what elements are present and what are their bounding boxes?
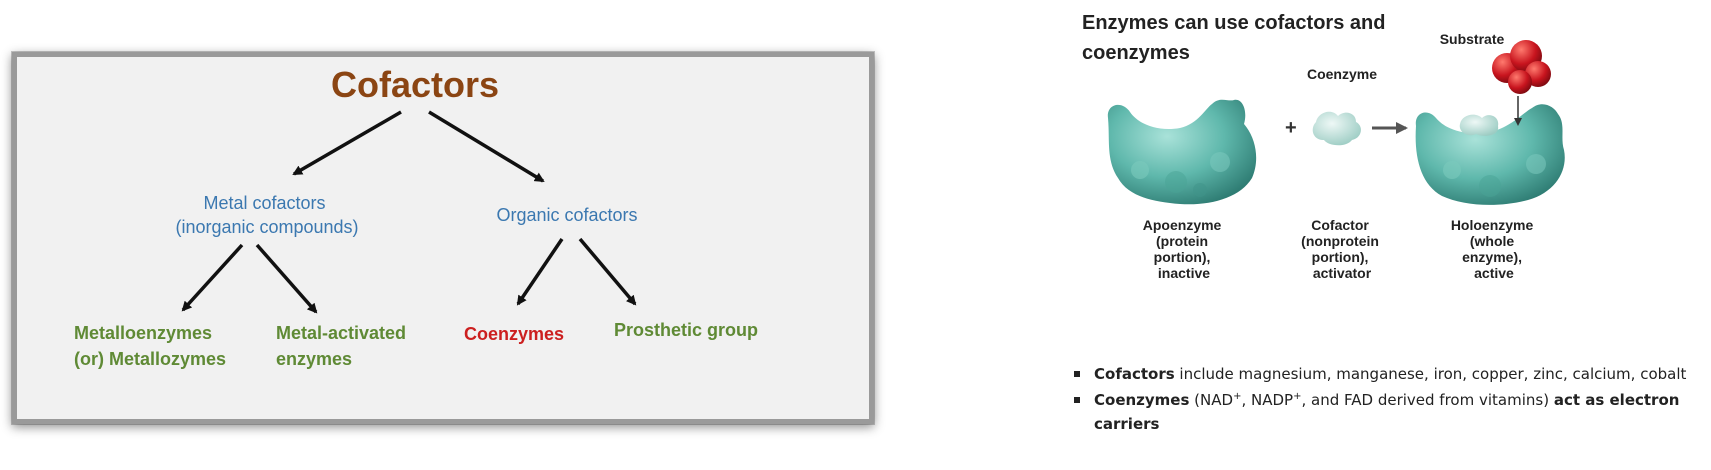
substrate-label: Substrate <box>1440 31 1505 47</box>
holoenzyme-shape <box>1415 104 1565 205</box>
arrow-organic-to-prosthetic <box>578 237 637 306</box>
arrow-metal-to-metalloenzymes <box>181 243 244 312</box>
enzyme-figure: + Coenzyme Substrate Apoenzyme (protein … <box>1107 31 1565 281</box>
prosthetic-group-label: Prosthetic group <box>614 320 758 340</box>
metalloenzymes-label: Metalloenzymes (or) Metallozymes <box>74 323 226 369</box>
cofactor-caption: Cofactor (nonprotein portion), activator <box>1301 217 1383 281</box>
cofactors-tree-panel: Cofactors Metal cofactors (inorganic com… <box>12 52 874 424</box>
cofactor-notes-list: Cofactors include magnesium, manganese, … <box>1072 362 1692 438</box>
metal-activated-enzymes-label: Metal-activated enzymes <box>276 323 411 369</box>
organic-cofactors-label: Organic cofactors <box>496 205 637 225</box>
plus-sign: + <box>1285 117 1297 139</box>
metal-cofactors-label: Metal cofactors (inorganic compounds) <box>175 193 358 237</box>
apoenzyme-caption: Apoenzyme (protein portion), inactive <box>1143 217 1225 281</box>
arrow-metal-to-metal-activated <box>255 243 318 314</box>
apoenzyme-shape <box>1107 99 1257 205</box>
cofactors-note: Cofactors include magnesium, manganese, … <box>1072 362 1692 386</box>
arrow-organic-to-coenzymes <box>516 238 564 306</box>
cofactor-shape <box>1312 111 1361 146</box>
tree-title: Cofactors <box>331 64 499 105</box>
substrate-shape <box>1492 40 1551 94</box>
bullet-icon <box>1074 371 1080 377</box>
cofactors-tree-diagram: Cofactors Metal cofactors (inorganic com… <box>74 64 758 369</box>
bullet-icon <box>1074 397 1080 403</box>
arrow-title-to-metal <box>292 110 402 176</box>
arrow-title-to-organic <box>428 110 545 183</box>
coenzymes-note: Coenzymes (NAD+, NADP+, and FAD derived … <box>1072 388 1692 436</box>
holoenzyme-caption: Holoenzyme (whole enzyme), active <box>1451 217 1537 281</box>
coenzymes-label: Coenzymes <box>464 324 564 344</box>
enzyme-figure-heading: Enzymes can use cofactors and coenzymes <box>1082 12 1386 64</box>
coenzyme-label: Coenzyme <box>1307 66 1377 82</box>
